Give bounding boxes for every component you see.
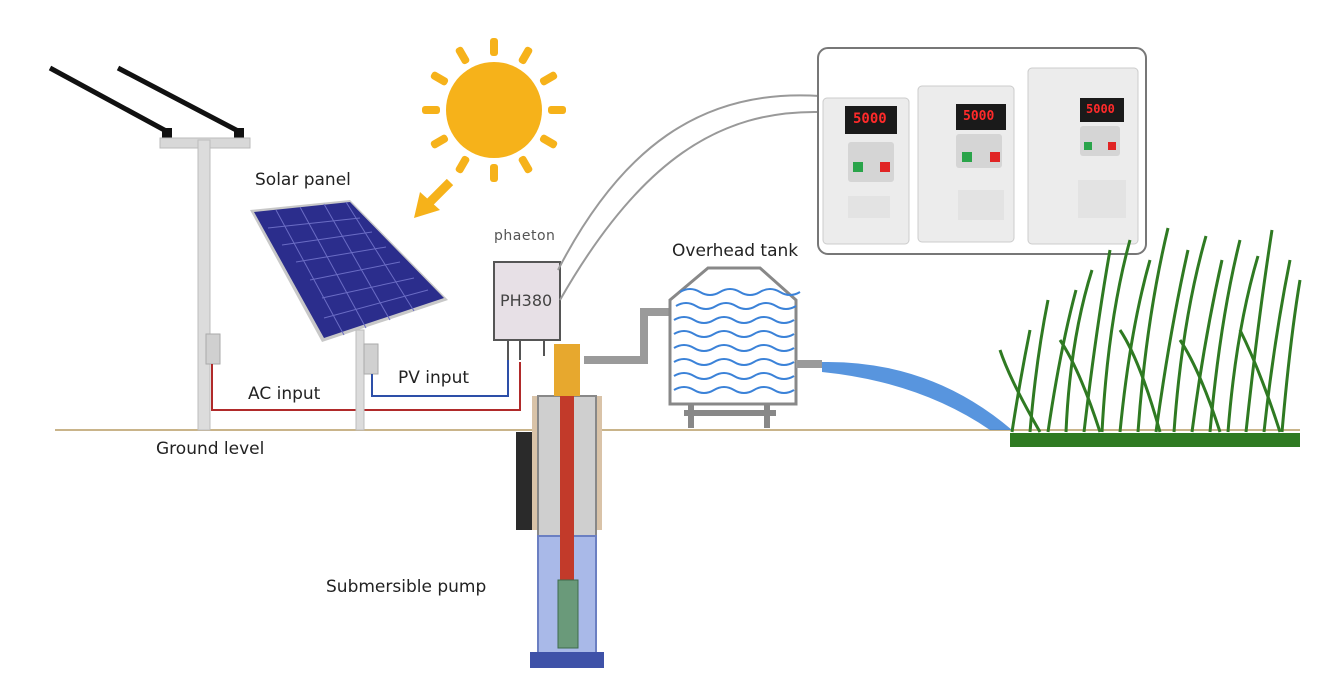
delivery-pipe xyxy=(584,308,670,364)
sun-icon xyxy=(422,38,566,182)
callout-line xyxy=(557,94,821,271)
submersible-pump-label: Submersible pump xyxy=(326,577,487,597)
controller-box xyxy=(493,261,561,360)
solar-panel-label: Solar panel xyxy=(255,170,351,190)
callout-line xyxy=(559,110,821,301)
ac-wire xyxy=(211,362,521,411)
water-stream xyxy=(822,361,1012,430)
outlet-pipe xyxy=(796,360,822,368)
utility-pole xyxy=(48,65,251,431)
inverter-display-3: 5000 xyxy=(1086,102,1115,116)
brand-label: phaeton xyxy=(494,228,556,244)
sunlight-arrow-icon xyxy=(414,178,454,218)
borehole xyxy=(516,344,604,668)
model-label: PH380 xyxy=(500,291,553,310)
solar-panel xyxy=(250,200,448,431)
inverter-display-1: 5000 xyxy=(853,111,887,127)
inverter-callout xyxy=(817,47,1147,255)
overhead-tank-label: Overhead tank xyxy=(672,241,799,261)
ground-level-label: Ground level xyxy=(156,439,265,459)
overhead-tank xyxy=(668,266,801,428)
inverter-display-2: 5000 xyxy=(963,109,995,124)
pv-input-label: PV input xyxy=(398,368,470,388)
grass-field xyxy=(998,227,1302,447)
pv-wire xyxy=(371,342,509,397)
ac-input-label: AC input xyxy=(248,384,321,404)
